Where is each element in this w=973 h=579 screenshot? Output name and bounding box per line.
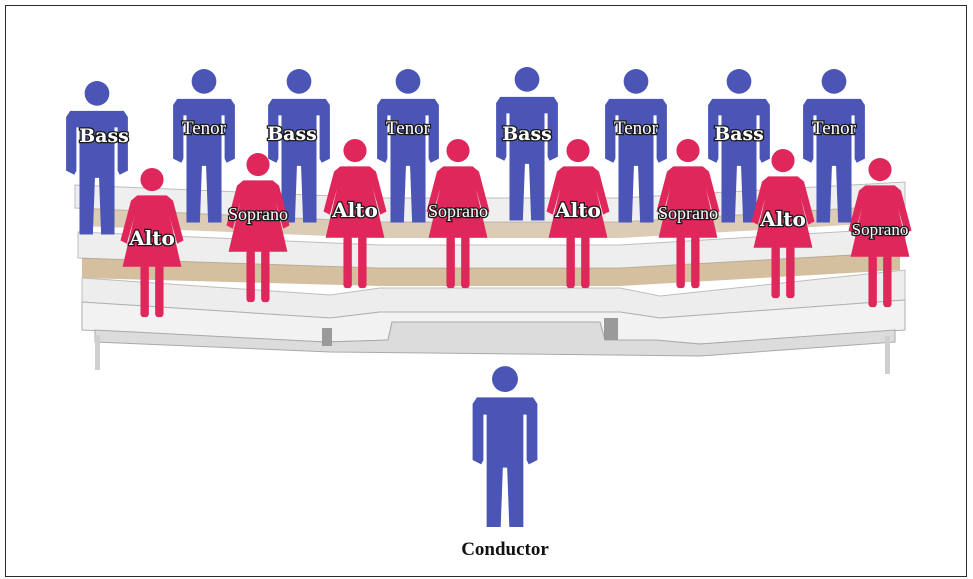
- riser-base-edge: [94, 321, 896, 357]
- conductor: Conductor: [461, 366, 549, 560]
- part-label-alto: Alto: [554, 198, 601, 222]
- female-figure-icon: [751, 149, 815, 299]
- part-label-alto: Alto: [759, 207, 806, 231]
- riser-leg: [604, 318, 618, 340]
- part-label-alto: Alto: [331, 198, 378, 222]
- riser-leg: [885, 336, 890, 374]
- part-label-tenor: Tenor: [182, 118, 227, 139]
- part-label-soprano: Soprano: [658, 203, 718, 223]
- riser-leg: [322, 328, 332, 346]
- part-label-bass: Bass: [267, 123, 317, 145]
- conductor-label: Conductor: [461, 539, 549, 560]
- female-figure-icon: [323, 139, 387, 289]
- male-figure-icon: [377, 69, 439, 223]
- female-figure-icon: [226, 153, 290, 303]
- male-figure-icon: [708, 69, 770, 223]
- part-label-bass: Bass: [79, 125, 129, 147]
- part-label-bass: Bass: [502, 123, 552, 145]
- male-figure-icon: [472, 366, 538, 527]
- part-label-soprano: Soprano: [852, 220, 909, 239]
- female-figure-icon: [656, 139, 720, 289]
- female-figure-icon: [848, 158, 912, 308]
- part-label-soprano: Soprano: [228, 204, 288, 224]
- female-figure-icon: [426, 139, 490, 289]
- part-label-tenor: Tenor: [386, 118, 431, 139]
- male-figure-icon: [605, 69, 667, 223]
- part-label-tenor: Tenor: [614, 118, 659, 139]
- riser-leg: [95, 335, 100, 370]
- part-label-soprano: Soprano: [428, 201, 488, 221]
- male-figure-icon: [173, 69, 235, 223]
- part-label-bass: Bass: [714, 123, 764, 145]
- part-label-alto: Alto: [128, 226, 175, 250]
- female-figure-icon: [546, 139, 610, 289]
- back-row-men: Bass Tenor Bass Tenor Bass Tenor Bass Tenor: [66, 67, 865, 235]
- male-figure-icon: [496, 67, 558, 221]
- male-figure-icon: [803, 69, 865, 223]
- male-figure-icon: [66, 81, 128, 235]
- part-label-tenor: Tenor: [812, 118, 857, 139]
- female-figure-icon: [120, 168, 184, 318]
- male-figure-icon: [268, 69, 330, 223]
